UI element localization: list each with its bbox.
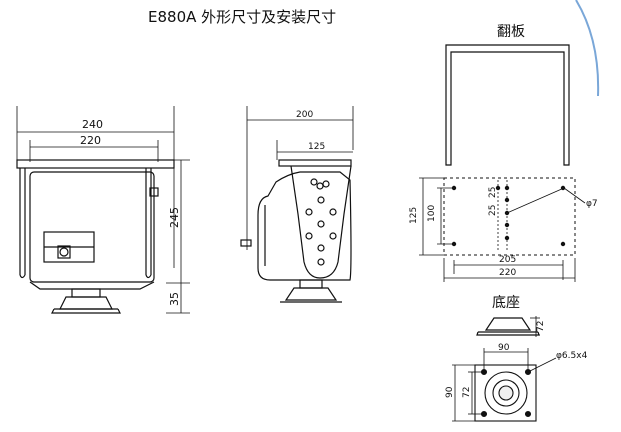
front-view bbox=[16, 106, 190, 314]
dim-240: 240 bbox=[82, 118, 103, 131]
dim-hole-205: 205 bbox=[499, 255, 516, 265]
dim-base-side-90: 90 bbox=[445, 386, 455, 398]
dim-245: 245 bbox=[168, 207, 181, 228]
dim-hole-25a: 25 bbox=[488, 187, 498, 198]
dim-base-side-72: 72 bbox=[462, 387, 472, 398]
dim-hole-phi7: φ7 bbox=[586, 199, 598, 209]
flip-plate bbox=[445, 44, 570, 166]
dim-hole-220: 220 bbox=[499, 268, 516, 278]
hole-pattern bbox=[419, 177, 586, 282]
page-title: E880A 外形尺寸及安装尺寸 bbox=[148, 8, 337, 26]
base-top bbox=[452, 348, 557, 422]
dim-200: 200 bbox=[296, 110, 313, 120]
dim-base-holes: φ6.5x4 bbox=[556, 351, 588, 361]
dim-base-90: 90 bbox=[498, 343, 510, 353]
base-label: 底座 bbox=[492, 295, 520, 311]
dim-220: 220 bbox=[80, 134, 101, 147]
hole-dots bbox=[451, 185, 566, 247]
dim-125: 125 bbox=[308, 142, 325, 152]
decorative-arc bbox=[575, 0, 600, 97]
dim-base-72: 72 bbox=[536, 321, 546, 332]
side-view bbox=[240, 106, 354, 303]
dim-hole-25b: 25 bbox=[488, 205, 498, 216]
flip-plate-label: 翻板 bbox=[497, 24, 525, 40]
dim-hole-125: 125 bbox=[409, 207, 419, 224]
base-side bbox=[476, 316, 540, 337]
dim-hole-100: 100 bbox=[427, 205, 437, 222]
dim-35: 35 bbox=[168, 292, 181, 306]
